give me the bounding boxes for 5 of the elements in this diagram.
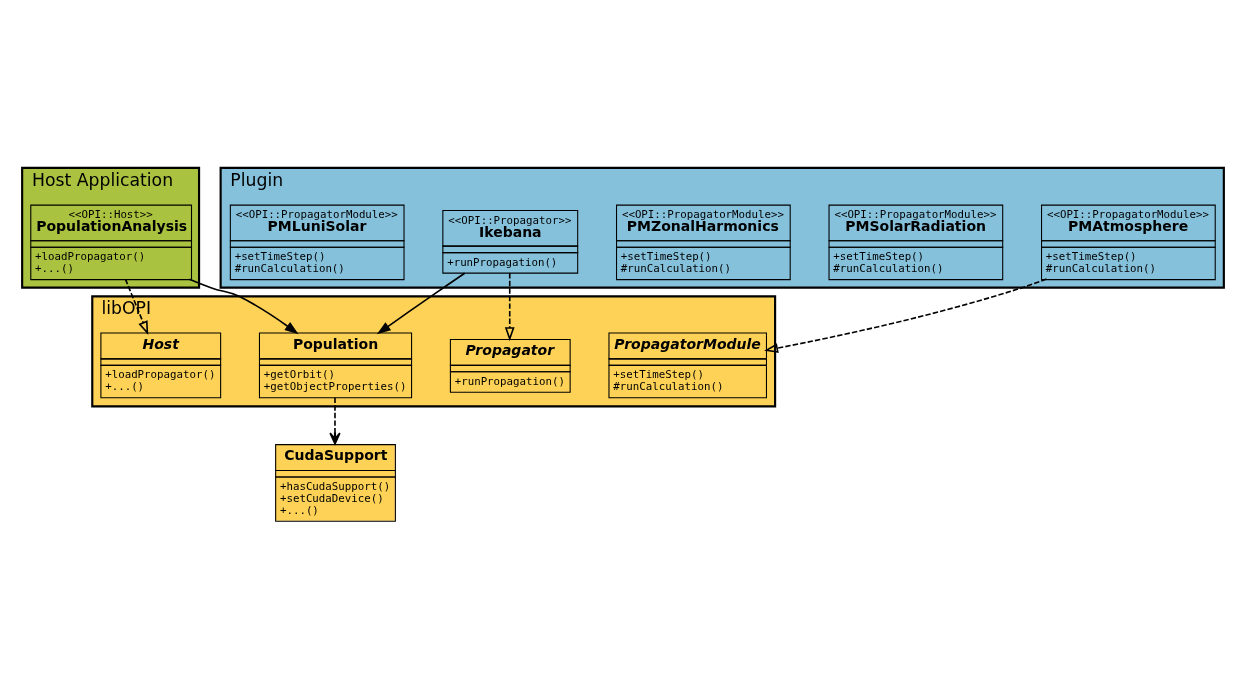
arrow — [504, 272, 515, 342]
arrow — [124, 278, 149, 336]
arrow — [188, 278, 299, 335]
arrow — [764, 278, 1048, 353]
arrow — [329, 397, 341, 445]
